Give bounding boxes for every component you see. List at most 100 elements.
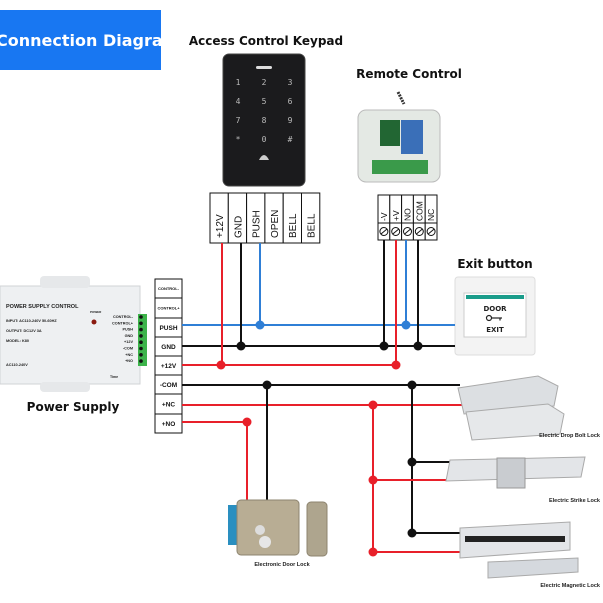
power-supply-device: POWER SUPPLY CONTROL INPUT: AC110-240V 5… bbox=[0, 276, 147, 392]
drop-bolt-lock-label: Electric Drop Bolt Lock bbox=[539, 433, 601, 439]
junction-dot bbox=[242, 417, 252, 427]
screw-icon bbox=[414, 227, 424, 236]
junction-dot bbox=[413, 341, 423, 351]
psu-side-terminal-label: GND bbox=[125, 334, 134, 338]
terminal-cell bbox=[154, 413, 183, 434]
junction-dot bbox=[368, 400, 378, 410]
screw-icon bbox=[139, 327, 143, 332]
terminal-cell bbox=[301, 192, 321, 244]
keypad-terminal-label: GND bbox=[233, 216, 244, 238]
keypad-key: 1 bbox=[236, 78, 241, 87]
magnetic-lock-label: Electric Magnetic Lock bbox=[540, 583, 601, 589]
junction-dot bbox=[407, 380, 417, 390]
junction-dot bbox=[391, 360, 401, 370]
screw-icon bbox=[391, 227, 401, 236]
screw-icon bbox=[379, 227, 389, 236]
keypad-terminal-label: OPEN bbox=[270, 210, 281, 238]
psu-side-terminal-label: +NO bbox=[125, 359, 133, 363]
power-supply-title: Power Supply bbox=[27, 400, 120, 414]
keypad-key: 6 bbox=[288, 97, 293, 106]
keypad-terminal-block: +12V GND PUSH OPEN BELL BELL bbox=[209, 192, 321, 244]
page-title: Connection Diagram: bbox=[0, 31, 186, 50]
keypad-key: 5 bbox=[262, 97, 267, 106]
keypad-terminal-label: BELL bbox=[288, 213, 299, 238]
strike-lock bbox=[445, 456, 586, 489]
keypad-terminal-label: +12V bbox=[215, 214, 226, 238]
psu-terminal-label: +NC bbox=[162, 402, 175, 409]
junction-dot bbox=[407, 457, 417, 467]
electronic-door-lock bbox=[228, 499, 328, 557]
wire bbox=[182, 421, 248, 500]
remote-control-device bbox=[357, 91, 441, 183]
wire bbox=[411, 385, 460, 534]
psu-terminal-label: -COM bbox=[160, 382, 177, 389]
keypad-terminal-label: BELL bbox=[307, 213, 318, 238]
junction-dot bbox=[262, 380, 272, 390]
psu-time-label: Time bbox=[110, 375, 118, 379]
screw-icon bbox=[139, 315, 143, 319]
keypad-device: 1 2 3 4 5 6 7 8 9 * 0 # bbox=[222, 53, 306, 187]
psu-terminal-label: CONTROL+ bbox=[157, 306, 180, 311]
screw-icon bbox=[139, 359, 143, 363]
keypad-key: # bbox=[288, 135, 293, 144]
psu-terminal-label: CONTROL- bbox=[158, 286, 180, 291]
screw-icon bbox=[139, 334, 143, 338]
screw-icon bbox=[139, 346, 143, 351]
exit-button-title: Exit button bbox=[457, 257, 532, 271]
psu-input-spec: INPUT: AC110-240V 50-60HZ bbox=[6, 319, 57, 323]
remote-terminal-label: -V bbox=[379, 212, 389, 221]
drop-bolt-lock bbox=[457, 375, 565, 441]
key-icon bbox=[485, 314, 502, 322]
screw-icon bbox=[139, 321, 143, 326]
keypad-key: 8 bbox=[262, 116, 267, 125]
screw-icon bbox=[426, 227, 436, 236]
psu-power-led-label: POWER bbox=[90, 310, 102, 314]
psu-side-terminal-label: +NC bbox=[125, 353, 133, 357]
power-led bbox=[91, 319, 97, 325]
junction-dot bbox=[407, 528, 417, 538]
screw-icon bbox=[403, 227, 412, 236]
keypad-key: 0 bbox=[262, 135, 267, 144]
keypad-key: 2 bbox=[262, 78, 267, 87]
remote-terminal-label: NC bbox=[426, 209, 436, 221]
strike-lock-label: Electric Strike Lock bbox=[549, 498, 601, 504]
psu-terminal-label: +NO bbox=[162, 421, 176, 428]
psu-terminal-label: PUSH bbox=[159, 325, 177, 332]
psu-side-terminal-label: -COM bbox=[123, 347, 133, 351]
remote-terminal-label: +V bbox=[391, 210, 401, 221]
exit-button: DOOR EXIT bbox=[454, 276, 536, 356]
keypad-key: * bbox=[236, 135, 241, 144]
remote-terminal-label: NO bbox=[403, 208, 413, 221]
remote-terminal-label: COM bbox=[414, 201, 424, 221]
magnetic-lock bbox=[459, 521, 579, 579]
keypad-key: 3 bbox=[288, 78, 293, 87]
exit-button-door-text: DOOR bbox=[483, 305, 507, 313]
bell-icon bbox=[259, 155, 269, 160]
junction-dot bbox=[368, 547, 378, 557]
junction-dot bbox=[255, 320, 265, 330]
junction-dot bbox=[236, 341, 246, 351]
keypad-key: 9 bbox=[288, 116, 293, 125]
psu-brand: POWER SUPPLY CONTROL bbox=[6, 304, 79, 310]
keypad-title: Access Control Keypad bbox=[189, 34, 343, 48]
keypad-key: 7 bbox=[236, 116, 241, 125]
psu-terminal-label: GND bbox=[161, 344, 176, 351]
remote-title: Remote Control bbox=[356, 67, 462, 81]
junction-dot bbox=[216, 360, 226, 370]
psu-side-terminal-label: CONTROL+ bbox=[112, 321, 134, 325]
psu-terminal-label: +12V bbox=[161, 363, 177, 370]
junction-dot bbox=[368, 475, 378, 485]
psu-model: MODEL: K80 bbox=[6, 339, 29, 343]
keypad-key: 4 bbox=[236, 97, 241, 106]
screw-icon bbox=[139, 340, 143, 345]
keypad-terminal-label: PUSH bbox=[252, 210, 263, 238]
psu-output-spec: OUTPUT: DC12V 3A bbox=[6, 329, 42, 333]
psu-side-terminal-label: +12V bbox=[124, 340, 133, 344]
door-lock-label: Electronic Door Lock bbox=[254, 562, 310, 568]
junction-dot bbox=[401, 320, 411, 330]
junction-dot bbox=[379, 341, 389, 351]
exit-button-exit-text: EXIT bbox=[486, 326, 504, 334]
header-banner bbox=[0, 10, 161, 70]
